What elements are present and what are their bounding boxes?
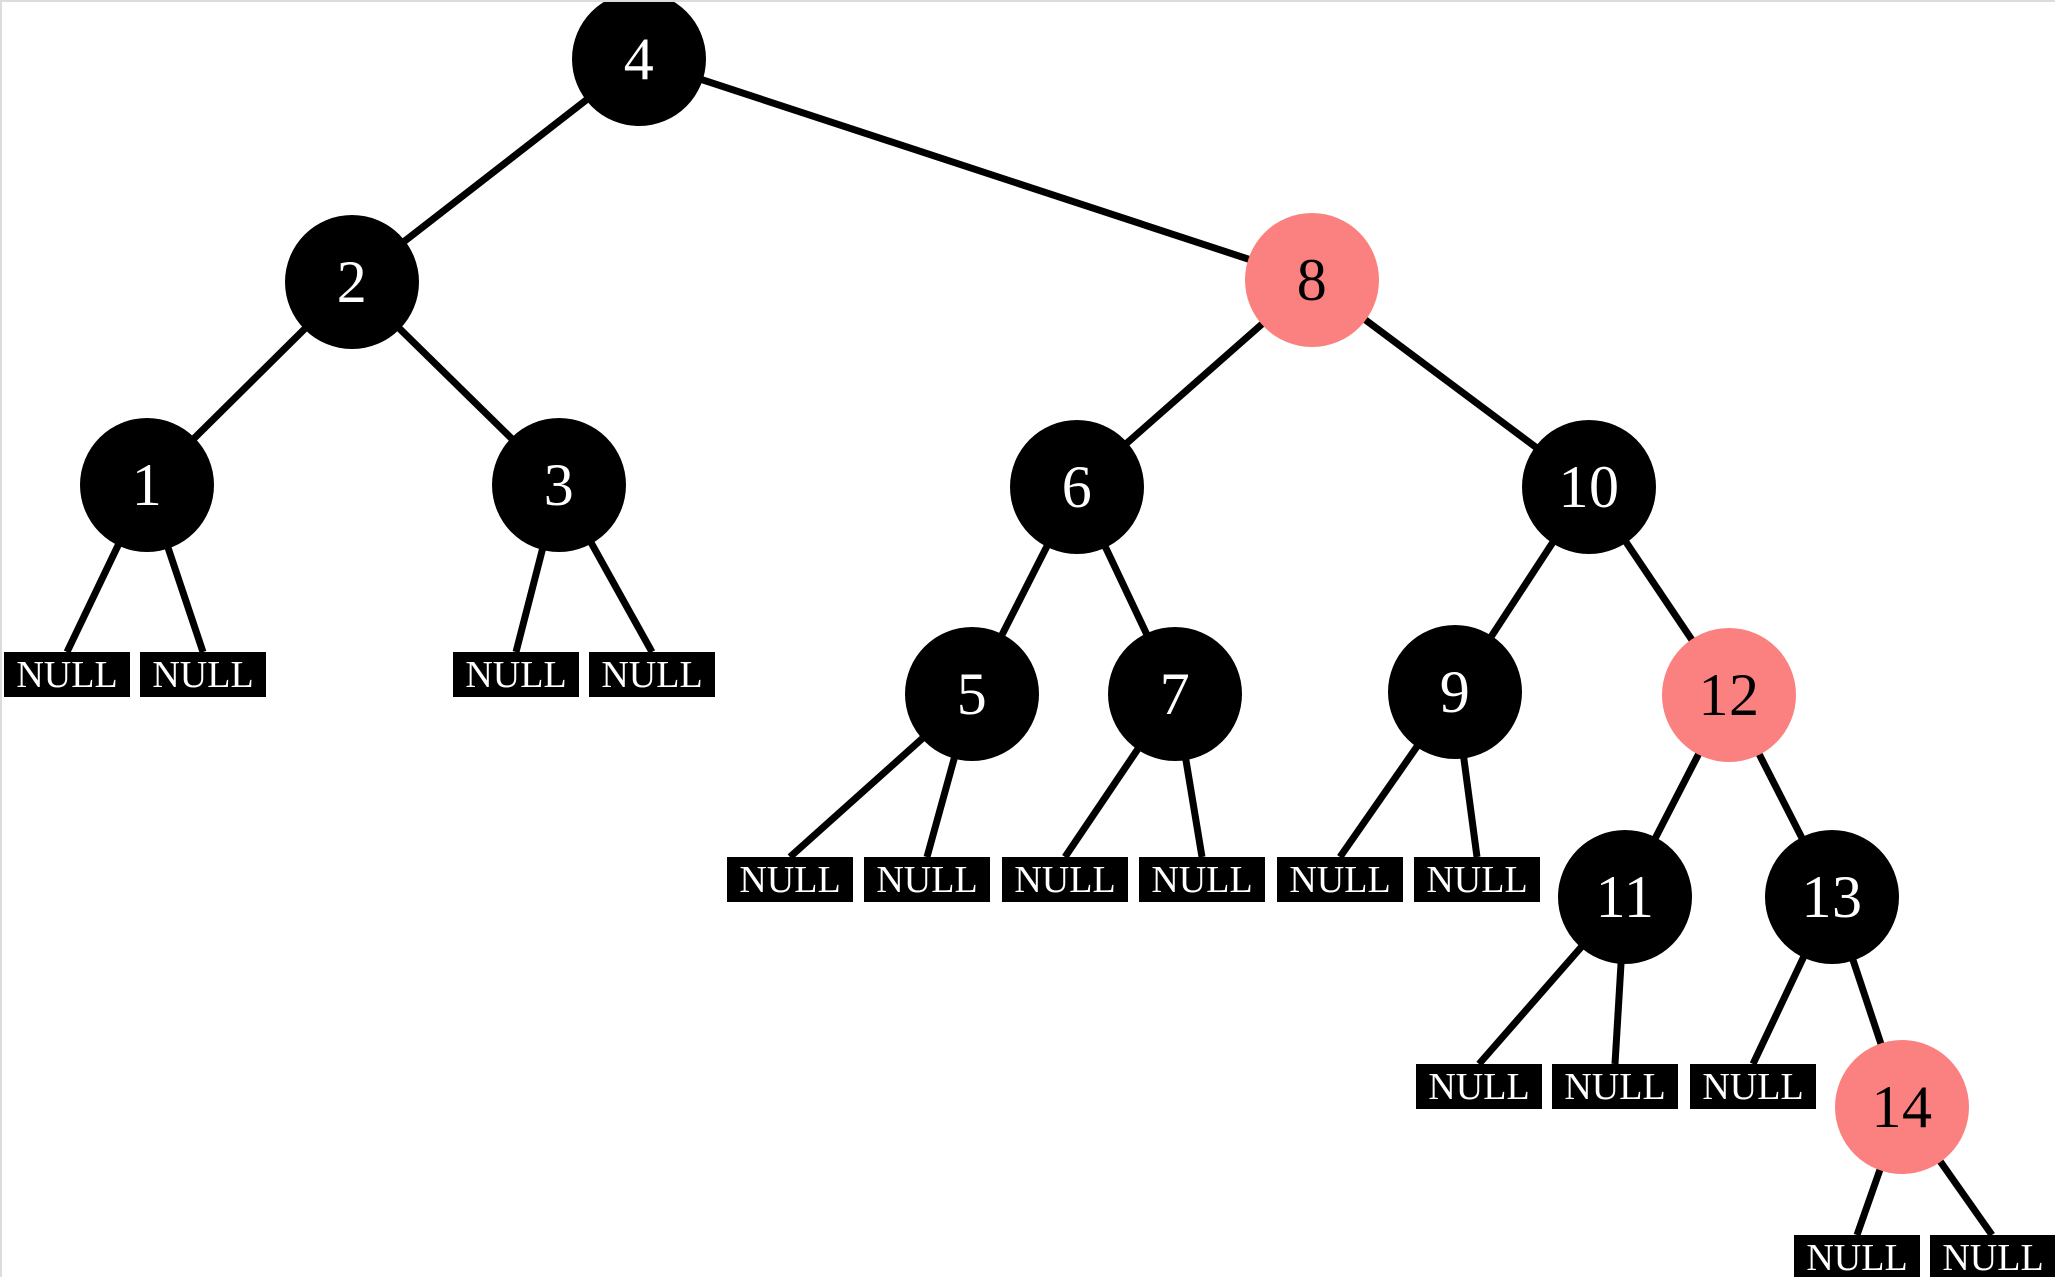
- tree-node-7[interactable]: 7: [1108, 627, 1242, 761]
- tree-node-2[interactable]: 2: [285, 215, 419, 349]
- tree-node-label: 11: [1595, 864, 1655, 930]
- tree-node-13[interactable]: 13: [1765, 830, 1899, 964]
- tree-node-label: 5: [956, 661, 988, 727]
- null-leaf-box: NULL: [4, 652, 130, 697]
- tree-node-8[interactable]: 8: [1245, 213, 1379, 347]
- tree-node-label: 10: [1558, 454, 1620, 520]
- null-leaf-box: NULL: [1794, 1235, 1920, 1277]
- tree-node-10[interactable]: 10: [1522, 420, 1656, 554]
- null-leaf-label: NULL: [152, 653, 254, 696]
- tree-node-5[interactable]: 5: [905, 627, 1039, 761]
- null-leaf-box: NULL: [589, 652, 715, 697]
- tree-node-label: 4: [623, 26, 655, 92]
- null-leaf-label: NULL: [1014, 858, 1116, 901]
- tree-node-11[interactable]: 11: [1558, 830, 1692, 964]
- tree-node-14[interactable]: 14: [1835, 1040, 1969, 1174]
- tree-node-label: 12: [1698, 662, 1760, 728]
- null-leaf-box: NULL: [140, 652, 266, 697]
- null-leaf-label: NULL: [1151, 858, 1253, 901]
- tree-node-label: 7: [1159, 661, 1191, 727]
- null-leaf-box: NULL: [1416, 1064, 1542, 1109]
- tree-node-label: 1: [131, 452, 163, 518]
- null-leaf-box: NULL: [1930, 1235, 2055, 1277]
- null-leaf-box: NULL: [727, 857, 853, 902]
- tree-node-label: 2: [336, 249, 368, 315]
- null-leaf-label: NULL: [465, 653, 567, 696]
- null-leaf-box: NULL: [1139, 857, 1265, 902]
- null-leaf-label: NULL: [876, 858, 978, 901]
- null-leaf-label: NULL: [1289, 858, 1391, 901]
- null-leaf-box: NULL: [1552, 1064, 1678, 1109]
- null-leaf-label: NULL: [16, 653, 118, 696]
- tree-node-label: 9: [1439, 659, 1471, 725]
- tree-node-label: 13: [1801, 864, 1863, 930]
- tree-node-6[interactable]: 6: [1010, 420, 1144, 554]
- null-leaf-label: NULL: [1806, 1236, 1908, 1277]
- null-leaf-label: NULL: [1564, 1065, 1666, 1108]
- tree-node-label: 3: [543, 452, 575, 518]
- null-leaf-box: NULL: [1690, 1064, 1816, 1109]
- tree-node-label: 14: [1871, 1074, 1933, 1140]
- tree-node-4[interactable]: 4: [572, 2, 706, 126]
- tree-node-12[interactable]: 12: [1662, 628, 1796, 762]
- null-leaf-box: NULL: [1002, 857, 1128, 902]
- tree-edge: [637, 55, 1314, 284]
- null-leaf-box: NULL: [1277, 857, 1403, 902]
- null-leaf-label: NULL: [739, 858, 841, 901]
- tree-node-9[interactable]: 9: [1388, 625, 1522, 759]
- tree-node-label: 8: [1296, 247, 1328, 313]
- tree-node-label: 6: [1061, 454, 1093, 520]
- null-leaf-label: NULL: [1942, 1236, 2044, 1277]
- tree-node-1[interactable]: 1: [80, 418, 214, 552]
- null-leaf-box: NULL: [453, 652, 579, 697]
- null-leaf-box: NULL: [864, 857, 990, 902]
- null-leaf-box: NULL: [1414, 857, 1540, 902]
- null-leaf-label: NULL: [1702, 1065, 1804, 1108]
- null-leaf-label: NULL: [1428, 1065, 1530, 1108]
- null-leaf-label: NULL: [601, 653, 703, 696]
- tree-node-3[interactable]: 3: [492, 418, 626, 552]
- null-leaf-label: NULL: [1426, 858, 1528, 901]
